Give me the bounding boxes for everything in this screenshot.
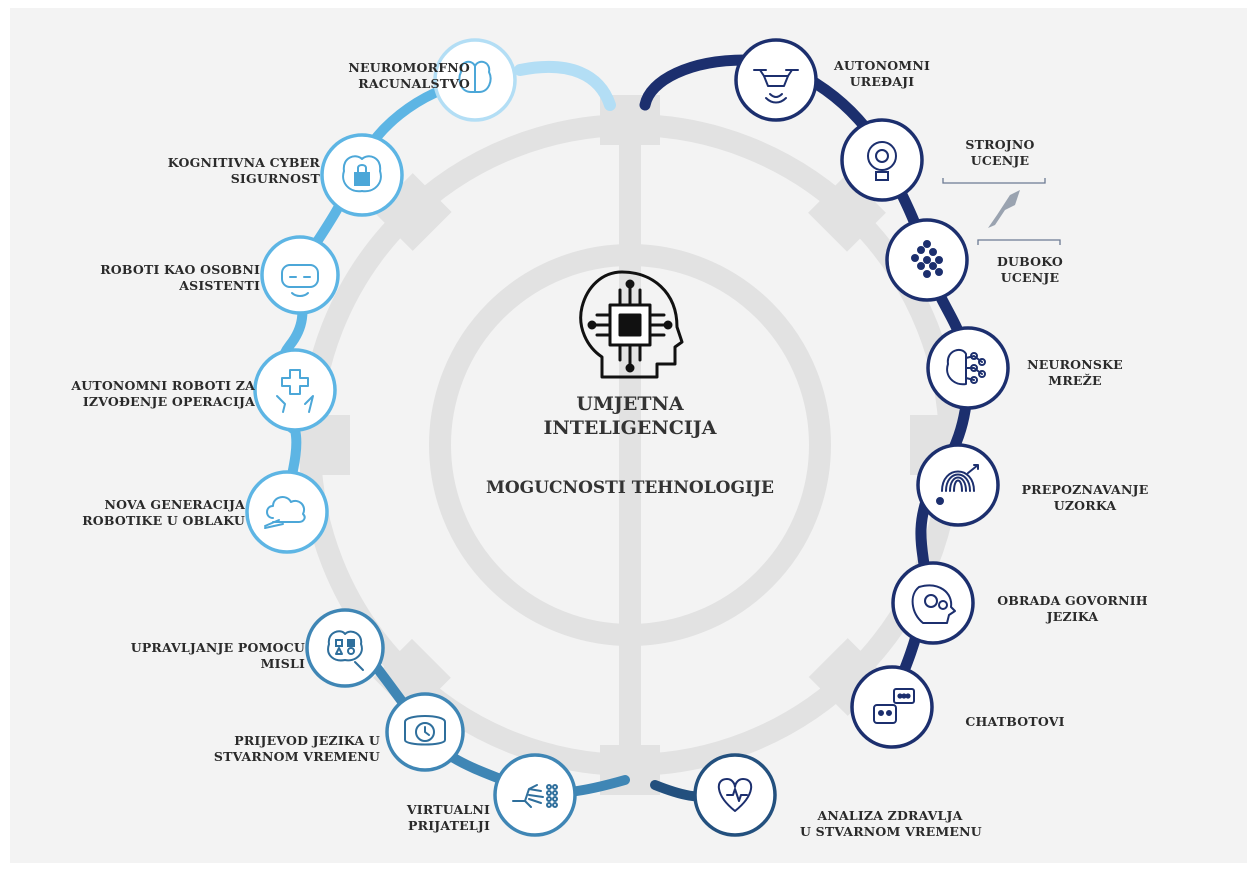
dots-network-icon [911, 240, 943, 278]
dots-network-label: DUBOKO UCENJE [996, 254, 1064, 285]
brain-lungs-node [433, 38, 517, 122]
center-subtitle: MOGUCNOSTI TEHNOLOGIJE [486, 478, 774, 498]
head-gears-node [891, 561, 975, 645]
learning-bracket [942, 178, 1061, 245]
cloud-robot-icon [264, 496, 306, 529]
speech-clock-label: PRIJEVOD JEZIKA U STVARNOM VREMENU [213, 733, 380, 764]
speech-clock-icon [404, 715, 446, 746]
robot-hand-label: VIRTUALNI PRIJATELJI [406, 802, 490, 833]
new-zealand-mark [988, 190, 1020, 228]
lightbulb-gear-node [840, 118, 924, 202]
brain-lungs-icon [458, 60, 492, 93]
brain-lungs-label: NEUROMORFNO RACUNALSTVO [348, 60, 470, 91]
brain-network-icon [946, 348, 986, 386]
fingerprint-icon [936, 464, 979, 505]
heart-pulse-icon [717, 778, 753, 812]
drone-icon [753, 69, 799, 104]
brain-lock-node [320, 133, 404, 217]
chatbot-icon [873, 688, 915, 724]
cloud-robot-label: NOVA GENERACIJA ROBOTIKE U OBLAKU [82, 497, 245, 528]
lightbulb-gear-icon [867, 141, 897, 181]
brain-lock-label: KOGNITIVNA CYBER SIGURNOST [167, 155, 320, 186]
surgical-robot-icon [276, 369, 314, 413]
head-gears-label: OBRADA GOVORNIH JEZIKA [997, 593, 1148, 624]
chatbot-label: CHATBOTOVI [965, 714, 1065, 729]
lightbulb-gear-label: STROJNO UCENJE [965, 137, 1035, 168]
dots-network-node [885, 218, 969, 302]
top-left-arc [514, 60, 616, 111]
surgical-robot-label: AUTONOMNI ROBOTI ZA IZVOĐENJE OPERACIJA [71, 378, 255, 409]
drone-label: AUTONOMNI UREĐAJI [833, 58, 930, 89]
fingerprint-node [916, 443, 1000, 527]
heart-pulse-node [693, 753, 777, 837]
fingerprint-label: PREPOZNAVANJE UZORKA [1021, 482, 1149, 513]
chatbot-node [850, 665, 934, 749]
speech-clock-node [385, 692, 465, 772]
node-circles [245, 38, 1010, 837]
thought-shapes-node [305, 608, 385, 688]
thought-shapes-icon [327, 630, 364, 671]
thought-shapes-label: UPRAVLJANJE POMOCU MISLI [130, 640, 305, 671]
surgical-robot-node [253, 348, 337, 432]
center-title-line1: UMJETNA [576, 393, 684, 415]
drone-node [734, 38, 818, 122]
heart-pulse-label: ANALIZA ZDRAVLJA U STVARNOM VREMENU [800, 808, 982, 839]
robot-head-node [260, 235, 340, 315]
robot-head-label: ROBOTI KAO OSOBNI ASISTENTI [100, 262, 260, 293]
brain-network-label: NEURONSKE MREŽE [1027, 357, 1123, 388]
center-title-line2: INTELIGENCIJA [543, 417, 717, 439]
robot-head-icon [281, 264, 319, 297]
brain-network-node [926, 326, 1010, 410]
cloud-robot-node [245, 470, 329, 554]
brain-lock-icon [342, 155, 382, 193]
robot-hand-icon [512, 784, 558, 808]
robot-hand-node [493, 753, 577, 837]
head-gears-icon [911, 584, 956, 624]
